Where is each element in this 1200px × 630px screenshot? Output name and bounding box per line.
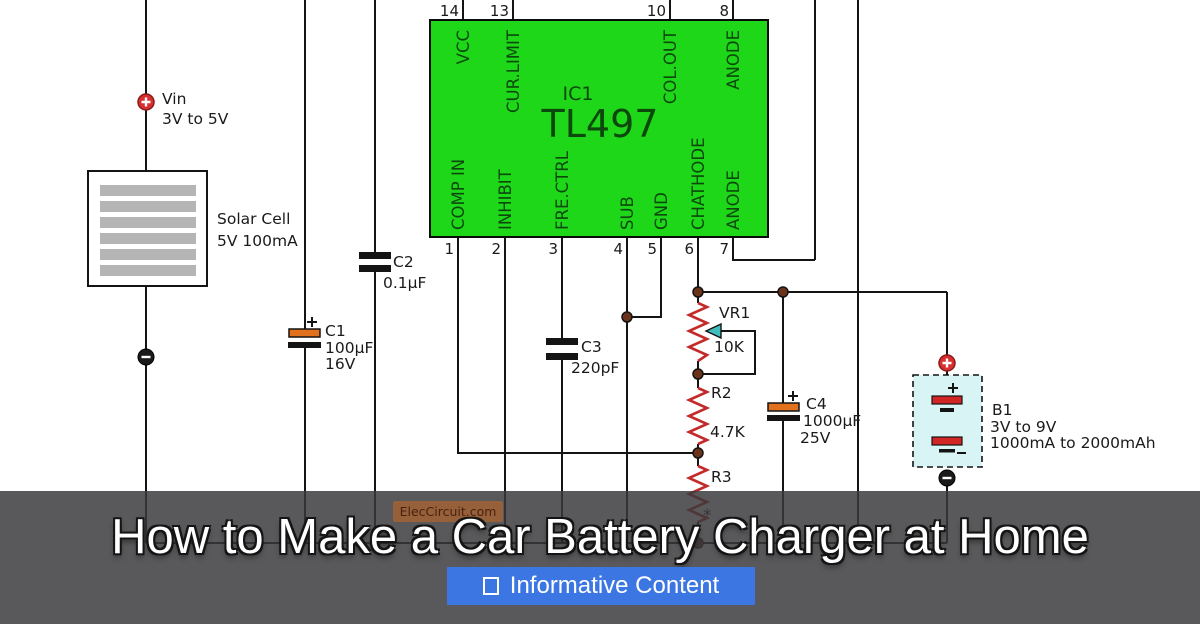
r2-value-label: 4.7K: [710, 423, 746, 441]
pin6-name: CHATHODE: [689, 137, 708, 230]
vin-plus-terminal-icon: [137, 93, 155, 111]
pin7-number: 7: [719, 240, 729, 258]
pin5-number: 5: [647, 240, 657, 258]
resistor-r2: R2 4.7K: [685, 384, 746, 446]
pin2-name: INHIBIT: [496, 168, 515, 230]
c2-ref-label: C2: [393, 253, 414, 271]
c2-value-label: 0.1µF: [383, 274, 427, 292]
solar-name-label: Solar Cell: [217, 210, 290, 228]
vin-range-label: 3V to 5V: [162, 110, 229, 128]
capacitor-c3: C3 220pF: [546, 338, 619, 377]
battery-cell-plus-icon: [948, 383, 958, 393]
b1-capacity-label: 1000mA to 2000mAh: [990, 434, 1156, 452]
placeholder-glyph-icon: [482, 577, 499, 595]
pin13-number: 13: [490, 2, 509, 20]
c4-plus-icon: [788, 391, 798, 401]
pin4-name: SUB: [618, 196, 637, 230]
pin4-number: 4: [613, 240, 623, 258]
c1-voltage-label: 16V: [325, 355, 356, 373]
wiper-arrow-icon: [704, 322, 722, 340]
solar-rating-label: 5V 100mA: [217, 232, 298, 250]
r3-ref-label: R3: [711, 468, 732, 486]
capacitor-c2: C2 0.1µF: [359, 252, 427, 292]
vr1-value-label: 10K: [714, 338, 745, 356]
solar-cell: Solar Cell 5V 100mA: [87, 170, 298, 287]
c3-value-label: 220pF: [571, 359, 619, 377]
solar-minus-terminal-icon: [137, 348, 155, 366]
ic-part-label: TL497: [541, 102, 659, 146]
capacitor-c1: C1 100µF 16V: [288, 317, 373, 373]
pin8-name: ANODE: [724, 30, 743, 90]
c3-ref-label: C3: [581, 338, 602, 356]
c1-value-label: 100µF: [325, 339, 373, 357]
c1-plus-icon: [307, 317, 317, 327]
c4-ref-label: C4: [806, 395, 827, 413]
vin-label: Vin: [162, 90, 186, 108]
solar-cell-stripes: [100, 185, 196, 276]
pin14-name: VCC: [454, 30, 473, 64]
pin1-name: COMP IN: [449, 159, 468, 230]
pin6-number: 6: [684, 240, 694, 258]
ic-tl497: IC1 TL497 14 13 10 8 VCC CUR.LIMIT COL.O…: [429, 2, 769, 258]
battery-minus-terminal-icon: [938, 469, 956, 487]
informative-content-badge[interactable]: Informative Content: [447, 567, 755, 605]
c1-ref-label: C1: [325, 322, 346, 340]
b1-voltage-label: 3V to 9V: [990, 418, 1057, 436]
battery-b1: B1 3V to 9V 1000mA to 2000mAh: [912, 354, 1156, 487]
capacitor-c4: C4 1000µF 25V: [767, 391, 861, 447]
video-title: How to Make a Car Battery Charger at Hom…: [111, 510, 1089, 564]
pin3-number: 3: [548, 240, 558, 258]
pin14-number: 14: [440, 2, 459, 20]
pin10-name: COL.OUT: [661, 29, 680, 104]
battery-plus-terminal-icon: [938, 354, 956, 372]
pin7-name: ANODE: [724, 170, 743, 230]
badge-label: Informative Content: [509, 572, 720, 599]
b1-ref-label: B1: [992, 401, 1013, 419]
pin13-name: CUR.LIMIT: [504, 29, 523, 113]
r2-ref-label: R2: [711, 384, 732, 402]
pin3-name: FRE.CTRL: [553, 150, 572, 230]
watermark: ElecCircuit.com: [393, 501, 503, 522]
pin10-number: 10: [647, 2, 666, 20]
c4-voltage-label: 25V: [800, 429, 831, 447]
potentiometer-vr1: VR1 10K: [685, 301, 750, 363]
ic-ref-label: IC1: [563, 83, 594, 105]
pin5-name: GND: [652, 192, 671, 230]
pin1-number: 1: [444, 240, 454, 258]
c4-value-label: 1000µF: [803, 412, 861, 430]
pin2-number: 2: [491, 240, 501, 258]
vr1-ref-label: VR1: [719, 304, 750, 322]
pin8-number: 8: [719, 2, 729, 20]
